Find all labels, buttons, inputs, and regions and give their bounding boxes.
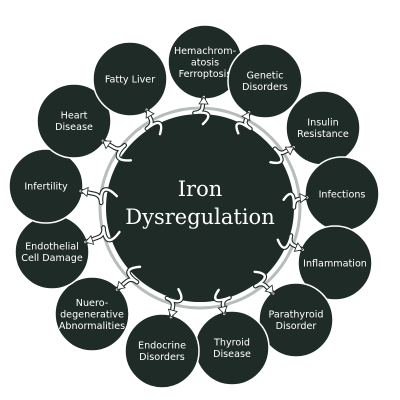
node-label-hemochromatosis: atosis xyxy=(191,57,219,68)
node-label-hemochromatosis: Ferroptosis xyxy=(179,69,232,80)
node-label-insulin-resistance: Resistance xyxy=(297,129,349,140)
arrow-head-icon xyxy=(284,146,295,156)
node-label-endothelial-damage: Cell Damage xyxy=(21,253,83,264)
node-label-parathyroid-disorder: Disorder xyxy=(276,321,317,332)
arrow-head-icon xyxy=(299,192,308,204)
node-label-endothelial-damage: Endothelial xyxy=(25,242,79,253)
node-label-thyroid-disease: Disease xyxy=(213,349,251,360)
node-circle-neurodegenerative xyxy=(54,276,130,352)
node-circle-inflammation xyxy=(297,225,373,301)
arrow-head-icon xyxy=(79,186,89,198)
node-fatty-liver: Fatty Liver xyxy=(92,41,168,117)
node-label-genetic-disorders: Disorders xyxy=(242,82,288,93)
node-label-parathyroid-disorder: Parathyroid xyxy=(269,310,324,321)
node-circle-parathyroid-disorder xyxy=(258,282,334,358)
arrow-neurodegenerative xyxy=(114,264,143,292)
arrow-head-icon xyxy=(198,96,209,105)
center-circle xyxy=(106,114,294,302)
center-label: Dysregulation xyxy=(125,205,274,229)
arrow-head-icon xyxy=(116,280,126,291)
arrows-layer xyxy=(78,94,310,320)
node-label-heart-disease: Disease xyxy=(55,122,93,133)
node-circle-endocrine-disorders xyxy=(124,313,200,389)
node-label-heart-disease: Heart xyxy=(61,111,88,122)
node-label-neurodegenerative: Abnormalities xyxy=(59,321,125,332)
node-inflammation: Inflammation xyxy=(297,225,373,301)
node-circle-fatty-liver xyxy=(92,41,168,117)
node-circle-infertility xyxy=(8,148,84,224)
node-label-neurodegenerative: Nuero- xyxy=(76,298,108,309)
arrow-hemochromatosis xyxy=(192,94,211,127)
arrow-head-icon xyxy=(241,111,251,122)
arrow-inflammation xyxy=(275,233,305,253)
arrow-genetic-disorders xyxy=(234,109,253,136)
node-label-endocrine-disorders: Endocrine xyxy=(138,341,186,352)
arrow-infections xyxy=(281,191,310,210)
arrow-parathyroid-disorder xyxy=(252,269,276,296)
node-infertility: Infertility xyxy=(8,148,84,224)
arrow-head-icon xyxy=(293,242,304,252)
node-label-fatty-liver: Fatty Liver xyxy=(105,74,155,85)
node-label-endocrine-disorders: Disorders xyxy=(139,352,185,363)
arrow-fatty-liver xyxy=(144,107,164,137)
center-label: Iron xyxy=(178,177,223,201)
arrow-endothelial-damage xyxy=(83,225,122,245)
node-label-thyroid-disease: Thyroid xyxy=(213,338,250,349)
arrow-head-icon xyxy=(264,284,274,294)
arrow-head-icon xyxy=(145,109,155,119)
node-label-inflammation: Inflammation xyxy=(303,258,367,269)
arrow-heart-disease xyxy=(100,138,134,163)
arrow-head-icon xyxy=(84,234,95,245)
node-label-neurodegenerative: degenerative xyxy=(60,309,124,320)
arrow-infertility xyxy=(78,186,120,205)
node-circle-genetic-disorders xyxy=(227,43,303,119)
node-label-insulin-resistance: Insulin xyxy=(307,118,338,129)
node-label-hemochromatosis: Hemachrom- xyxy=(174,46,236,57)
node-circle-heart-disease xyxy=(36,83,112,159)
arrow-head-icon xyxy=(167,308,178,318)
node-label-infections: Infections xyxy=(319,189,366,200)
node-infections: Infections xyxy=(304,156,380,232)
arrow-head-icon xyxy=(102,140,112,150)
arrow-thyroid-disease xyxy=(212,287,232,317)
node-label-genetic-disorders: Genetic xyxy=(246,71,283,82)
arrow-head-icon xyxy=(217,305,228,315)
arrow-insulin-resistance xyxy=(268,144,296,166)
node-label-infertility: Infertility xyxy=(24,181,68,192)
arrow-endocrine-disorders xyxy=(164,286,184,320)
